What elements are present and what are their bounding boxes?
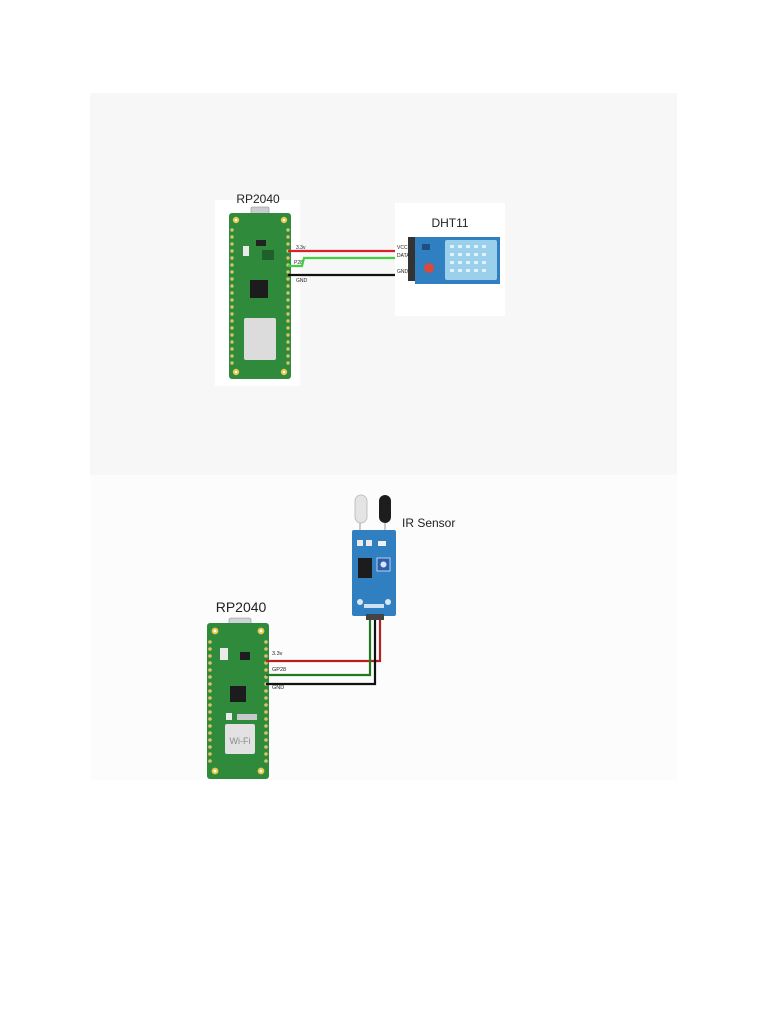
pin-label-3v3-2: 3.3v [272,651,283,657]
pin-label-3v3: 3.3v [296,245,306,251]
pin-label-p28: P28 [294,260,303,266]
pin-label-gnd-2: GND [272,685,284,691]
board-title-2: RP2040 [216,599,267,615]
wifi-module-icon [244,318,276,360]
wire-data-2 [266,615,372,677]
wire-power-2 [266,615,382,663]
ir-sensor-module [352,494,396,620]
pico-board-2 [207,623,269,779]
sensor-pin-gnd: GND [397,269,409,275]
led-icon [424,263,434,273]
wire-ground-2 [266,615,377,686]
wifi-label: Wi-Fi [230,736,251,746]
wire-data [288,256,395,268]
sensor-title: DHT11 [431,216,468,230]
rp2040-chip-2-icon [230,686,246,702]
pin-label-gnd: GND [296,278,308,284]
wifi-module-2-icon [225,724,255,754]
diagram-panel-dht11 [90,93,677,475]
diagram-panel-ir [90,475,677,780]
board-title: RP2040 [236,192,280,206]
dht11-module [408,237,500,284]
ir-receiver-icon [379,495,391,523]
rp2040-chip-icon [250,280,268,298]
pin-label-gp28: GP28 [272,667,286,673]
ir-emitter-icon [354,494,368,524]
sensor-pin-data: DATA [397,253,410,259]
ir-sensor-title: IR Sensor [402,516,455,530]
pico-board-1 [229,213,291,379]
sensor-pin-vcc: VCC [397,245,408,251]
